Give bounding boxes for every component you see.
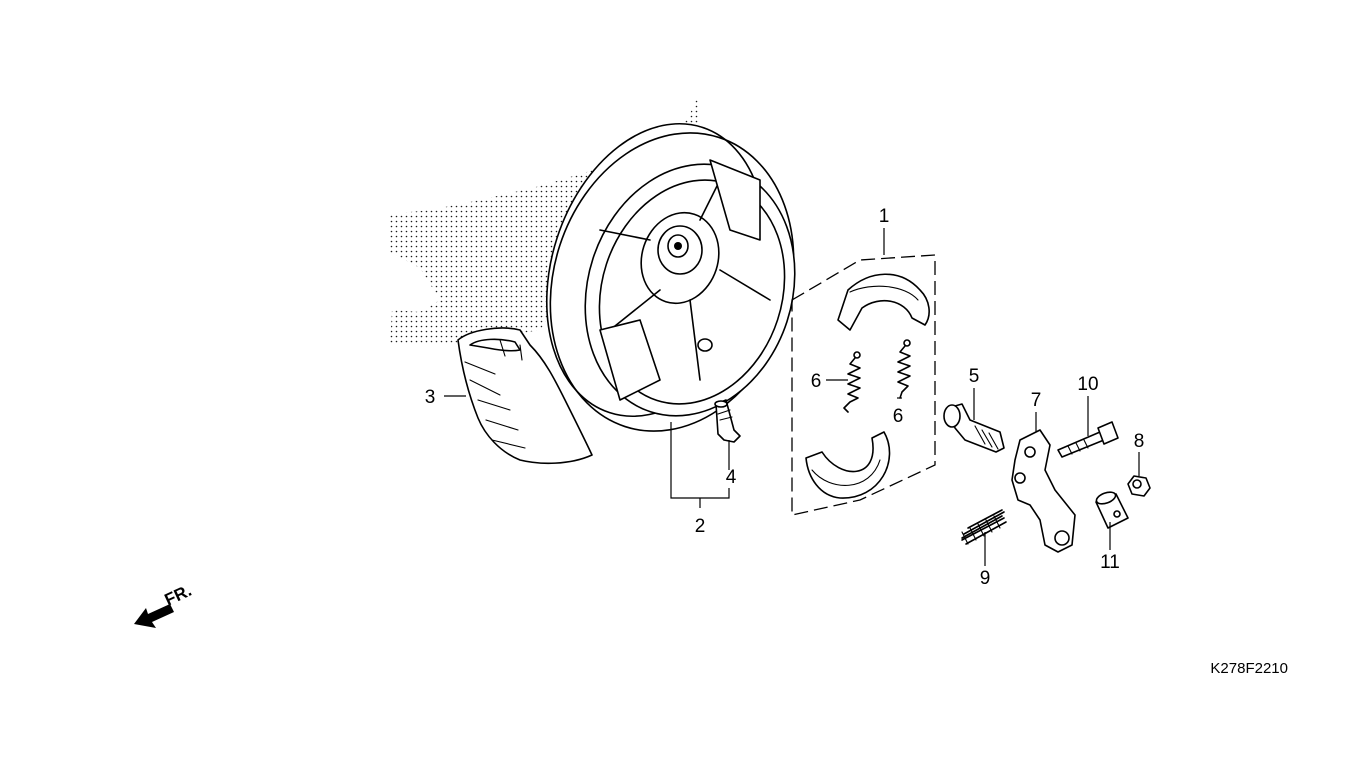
callout-11: 11 xyxy=(1100,552,1120,573)
callout-9: 9 xyxy=(980,568,991,589)
joint-part-11 xyxy=(1095,491,1129,529)
front-direction-arrow-icon xyxy=(134,604,174,628)
front-direction-label: FR. xyxy=(162,581,195,610)
callout-8: 8 xyxy=(1134,431,1145,452)
spring-part-9 xyxy=(961,509,1007,545)
nut-part-8 xyxy=(1127,475,1151,497)
tire-part-3 xyxy=(457,327,593,465)
callout-2: 2 xyxy=(695,516,706,537)
callout-5: 5 xyxy=(969,366,980,387)
brake-cam-part-5 xyxy=(943,403,1005,453)
diagram-code: K278F2210 xyxy=(1210,660,1288,677)
callout-7: 7 xyxy=(1031,390,1042,411)
callout-1: 1 xyxy=(879,206,890,227)
shoe-spring-right xyxy=(897,339,911,399)
shoe-spring-left xyxy=(843,351,861,413)
callout-6-right: 6 xyxy=(893,406,904,427)
leader-lines xyxy=(444,228,1140,566)
callout-3: 3 xyxy=(425,387,436,408)
callout-6-left: 6 xyxy=(811,371,822,392)
rear-wheel-part-2 xyxy=(545,122,796,432)
brake-arm-part-7 xyxy=(1011,429,1076,553)
brake-shoe-upper xyxy=(837,273,930,331)
scooter-body-silhouette xyxy=(390,92,700,345)
tire-valve-part-4 xyxy=(714,399,741,443)
callout-4: 4 xyxy=(726,467,737,488)
bolt-part-10 xyxy=(1057,421,1119,458)
callout-10: 10 xyxy=(1077,374,1098,395)
brake-shoe-lower xyxy=(805,431,891,499)
